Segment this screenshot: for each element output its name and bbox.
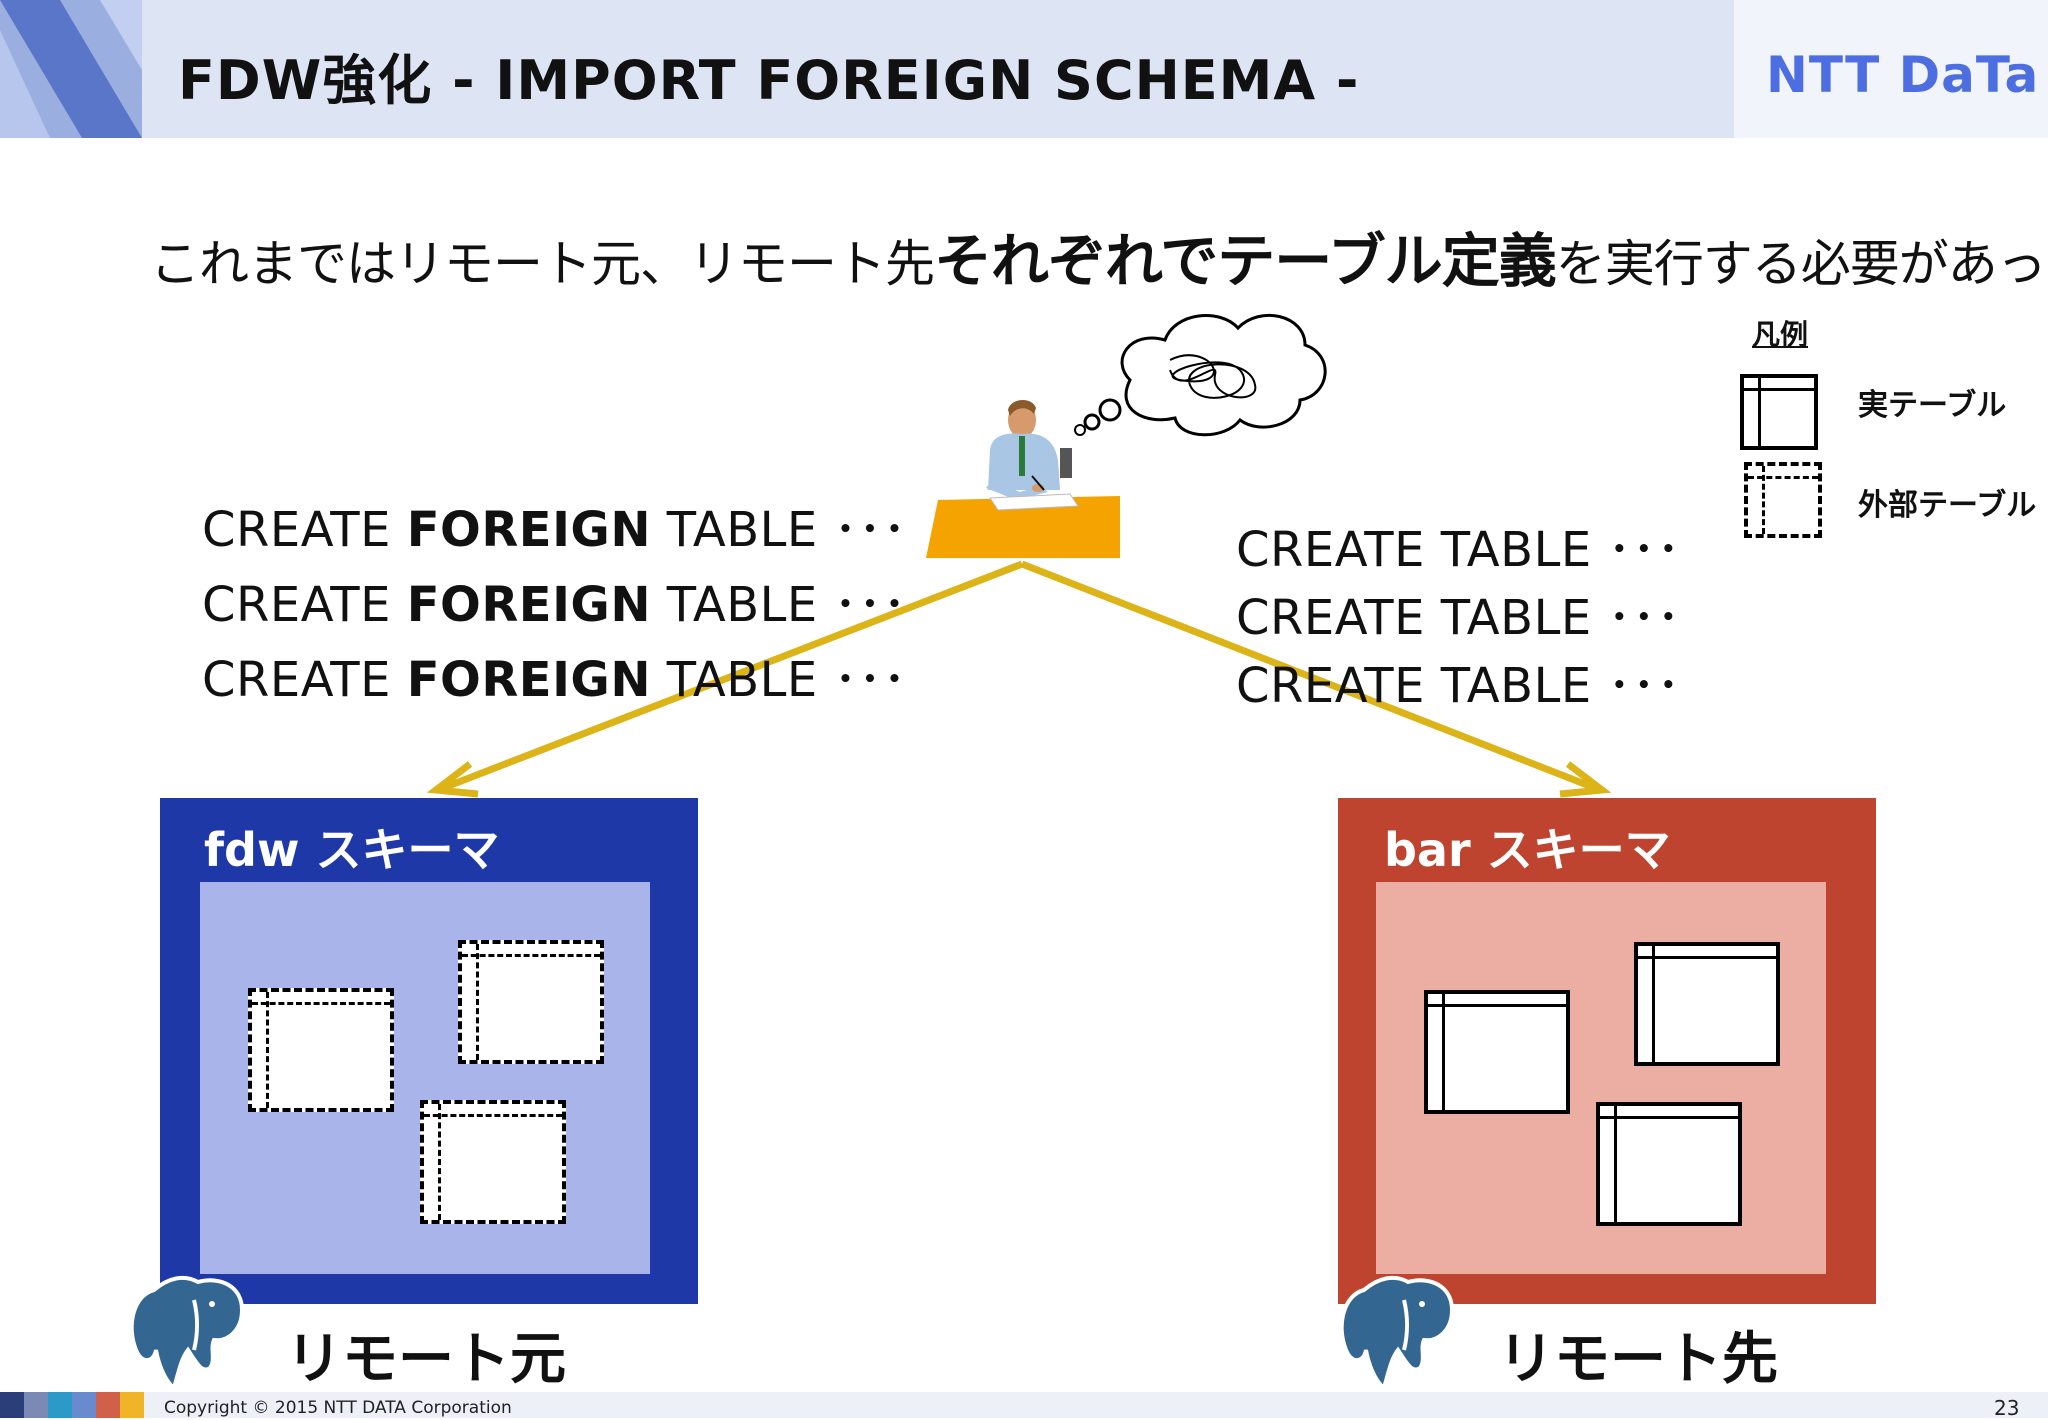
foreign-statement-line: CREATE FOREIGN TABLE ･･･ bbox=[202, 502, 907, 558]
legend-real-table-icon bbox=[1740, 374, 1818, 450]
real-table-icon bbox=[1596, 1102, 1742, 1226]
arrowhead-left bbox=[426, 761, 479, 798]
arrow-to-remote-source bbox=[436, 560, 1024, 794]
footer-swatch bbox=[72, 1392, 96, 1418]
foreign-statement-line: CREATE FOREIGN TABLE ･･･ bbox=[202, 577, 907, 633]
thought-bubble-icon bbox=[1074, 313, 1327, 437]
remote-source-label: リモート元 bbox=[286, 1327, 566, 1392]
legend-foreign-table-label: 外部テーブル bbox=[1858, 488, 2037, 523]
arrow-to-remote-target bbox=[1020, 560, 1602, 794]
ntt-data-logo: NTT DaTa bbox=[1766, 46, 2040, 104]
postgresql-elephant-icon bbox=[1339, 1275, 1455, 1392]
headline-emphasis: それぞれでテーブル定義 bbox=[934, 227, 1557, 295]
real-table-icon bbox=[1634, 942, 1780, 1066]
real-table-icon bbox=[1424, 990, 1570, 1114]
slide-header bbox=[0, 0, 2048, 138]
headline: これまではリモート元、リモート先それぞれでテーブル定義を実行する必要があった bbox=[150, 214, 2048, 298]
person-icon bbox=[986, 399, 1072, 500]
create-table-line: CREATE TABLE ･･･ bbox=[1236, 522, 1681, 578]
fdw-schema-box: fdw スキーマ bbox=[160, 798, 698, 1304]
person-thinking-illustration bbox=[926, 313, 1327, 558]
schema-inner-area bbox=[1376, 882, 1826, 1274]
footer-swatch bbox=[120, 1392, 144, 1418]
footer-swatch bbox=[0, 1392, 24, 1418]
headline-after: を実行する必要があった bbox=[1555, 235, 2048, 293]
arrowhead-right bbox=[1559, 761, 1612, 798]
desk-icon bbox=[926, 493, 1120, 558]
legend-real-table-label: 実テーブル bbox=[1858, 388, 2007, 423]
foreign-table-icon bbox=[458, 940, 604, 1064]
footer-bar bbox=[0, 1392, 2048, 1418]
corner-graphic bbox=[0, 0, 142, 138]
legend-title: 凡例 bbox=[1752, 318, 1809, 351]
create-table-line: CREATE TABLE ･･･ bbox=[1236, 590, 1681, 646]
create-table-line: CREATE TABLE ･･･ bbox=[1236, 658, 1681, 714]
foreign-table-icon bbox=[420, 1100, 566, 1224]
footer-swatch bbox=[24, 1392, 48, 1418]
schema-inner-area bbox=[200, 882, 650, 1274]
logo-area bbox=[1734, 0, 2048, 138]
page-number: 23 bbox=[1994, 1396, 2020, 1420]
footer-swatch bbox=[96, 1392, 120, 1418]
foreign-statement-line: CREATE FOREIGN TABLE ･･･ bbox=[202, 652, 907, 708]
schema-title: bar スキーマ bbox=[1384, 823, 1671, 877]
copyright: Copyright © 2015 NTT DATA Corporation bbox=[164, 1398, 512, 1418]
schema-title: fdw スキーマ bbox=[204, 823, 500, 877]
headline-before: これまではリモート元、リモート先 bbox=[150, 235, 935, 293]
remote-target-label: リモート先 bbox=[1498, 1327, 1778, 1392]
postgresql-elephant-icon bbox=[129, 1275, 245, 1392]
foreign-table-icon bbox=[248, 988, 394, 1112]
slide-title: FDW強化 - IMPORT FOREIGN SCHEMA - bbox=[178, 49, 1360, 112]
bar-schema-box: bar スキーマ bbox=[1338, 798, 1876, 1304]
legend-foreign-table-icon bbox=[1744, 462, 1822, 538]
footer-swatch bbox=[48, 1392, 72, 1418]
